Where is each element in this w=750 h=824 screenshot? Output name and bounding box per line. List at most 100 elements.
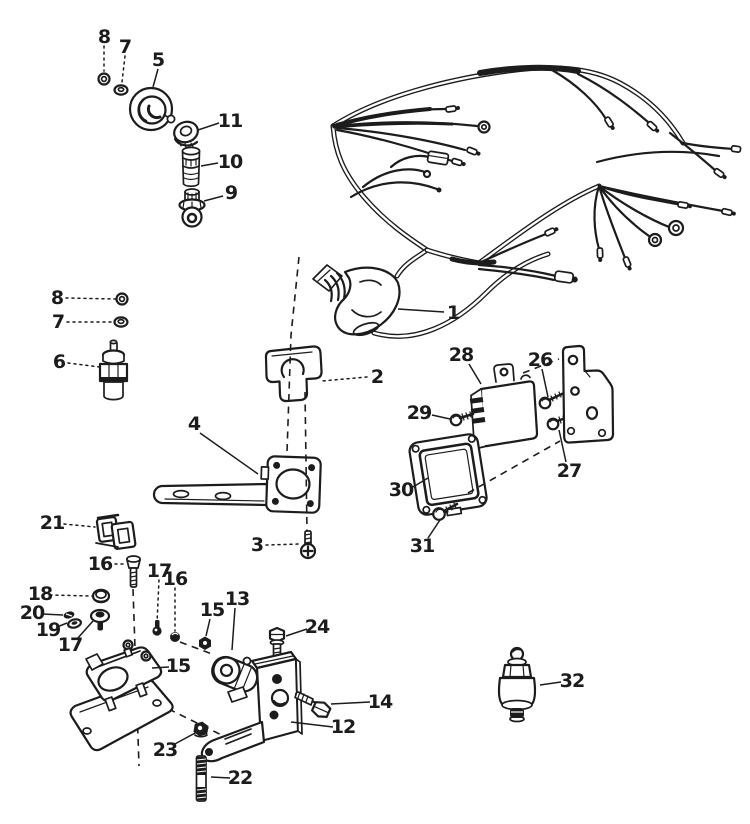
callout-leader-13	[231, 607, 236, 651]
callout-29: 29	[407, 402, 431, 424]
callout-leader-21	[63, 523, 96, 528]
part-hex-nut-8-left	[115, 292, 129, 306]
part-cap-18	[91, 588, 111, 604]
callout-leader-17-lower	[76, 620, 94, 640]
part-cable-clamp-2	[264, 345, 323, 403]
callout-12: 12	[331, 716, 355, 738]
callout-6: 6	[53, 351, 66, 373]
callout-leader-29	[431, 414, 451, 420]
part-washer-7-top	[113, 84, 129, 96]
part-wiring-harness-1	[330, 64, 742, 339]
callout-1: 1	[447, 302, 459, 324]
callout-leader-4	[199, 432, 259, 475]
callout-leader-24	[285, 628, 308, 637]
callout-leader-12	[290, 721, 334, 728]
callout-3: 3	[251, 534, 263, 556]
callout-26: 26	[528, 349, 553, 371]
part-screw-16-upper	[126, 555, 141, 588]
callout-16-mid: 16	[163, 568, 188, 590]
callout-19: 19	[36, 619, 60, 641]
callout-28: 28	[449, 344, 474, 366]
part-mounting-bracket-4	[152, 455, 322, 514]
callout-leader-28	[468, 363, 482, 385]
callout-17-lower: 17	[58, 634, 82, 656]
part-retainer-ring-11	[173, 120, 199, 149]
callout-18: 18	[28, 583, 53, 605]
part-mounting-plate-26-27	[561, 344, 615, 444]
part-starter-solenoid-15	[69, 639, 174, 752]
callout-leader-1	[397, 308, 445, 313]
callout-21: 21	[40, 512, 64, 534]
callout-leader-15-nut	[205, 618, 211, 637]
part-washer-7-left	[113, 316, 129, 328]
part-pressure-switch-32	[497, 646, 537, 723]
callout-leader-23	[172, 731, 198, 746]
callout-leader-18	[49, 594, 93, 597]
callout-7-top: 7	[119, 36, 131, 58]
callout-32: 32	[560, 670, 584, 692]
part-hex-nut-8-top	[97, 72, 111, 86]
part-connector-fitting-9	[178, 188, 206, 228]
callout-leader-31	[427, 519, 441, 539]
callout-13: 13	[225, 588, 249, 610]
callout-leader-10	[200, 162, 219, 167]
callout-9: 9	[225, 182, 237, 204]
callout-15-solenoid: 15	[166, 655, 190, 677]
part-lockwasher-20	[63, 611, 75, 619]
callout-leader-20	[41, 613, 64, 616]
callout-leader-26	[541, 368, 549, 398]
callout-15-nut: 15	[200, 599, 224, 621]
callout-leader-22	[210, 776, 231, 779]
callout-31: 31	[410, 535, 434, 557]
callout-5: 5	[152, 49, 164, 71]
callout-leader-17-mid	[156, 579, 160, 624]
callout-leader-6	[67, 362, 101, 368]
part-voltage-regulator-28	[469, 363, 539, 450]
part-washer-19	[67, 618, 82, 629]
callout-leader-5	[152, 68, 159, 88]
callout-leader-8-left	[65, 297, 117, 300]
part-solenoid-13	[211, 655, 259, 703]
callout-30: 30	[389, 479, 414, 501]
callout-7-left: 7	[52, 311, 64, 333]
callout-leader-14	[330, 701, 371, 705]
callout-leader-9	[203, 195, 224, 202]
callout-8-left: 8	[51, 287, 64, 309]
part-screw-3	[299, 530, 317, 560]
callout-leader-30	[412, 477, 429, 488]
part-module-frame-30	[408, 433, 488, 517]
part-nut-16-mid	[170, 632, 180, 642]
part-temperature-sender-6	[98, 339, 129, 401]
callout-22: 22	[228, 767, 252, 789]
part-nut-15	[199, 636, 211, 650]
callout-leader-11	[197, 122, 220, 131]
part-stud-22	[195, 755, 207, 802]
callout-leader-15-solenoid	[151, 666, 170, 669]
callout-leader-19	[56, 622, 68, 628]
callout-4: 4	[188, 413, 201, 435]
part-grommet-5	[128, 86, 176, 132]
callout-24: 24	[305, 616, 330, 638]
callout-23: 23	[153, 739, 177, 761]
callout-14: 14	[368, 691, 393, 713]
part-bolt-14	[294, 690, 332, 719]
callout-10: 10	[218, 151, 243, 173]
part-bushing-17	[89, 608, 111, 631]
callout-leader-32	[539, 681, 562, 686]
part-screw-29	[449, 411, 475, 427]
callout-2: 2	[371, 366, 383, 388]
callout-20: 20	[20, 602, 45, 624]
callout-8-top: 8	[98, 26, 111, 48]
callout-17-mid: 17	[147, 560, 171, 582]
part-screw-31	[432, 502, 459, 521]
callout-11: 11	[218, 110, 242, 132]
callout-leader-27	[558, 429, 567, 463]
part-harness-connector-boot	[312, 264, 401, 337]
callout-leader-7-top	[121, 55, 126, 83]
callout-27: 27	[557, 460, 581, 482]
callout-leader-2	[321, 376, 368, 382]
part-sleeve-10	[181, 146, 201, 188]
